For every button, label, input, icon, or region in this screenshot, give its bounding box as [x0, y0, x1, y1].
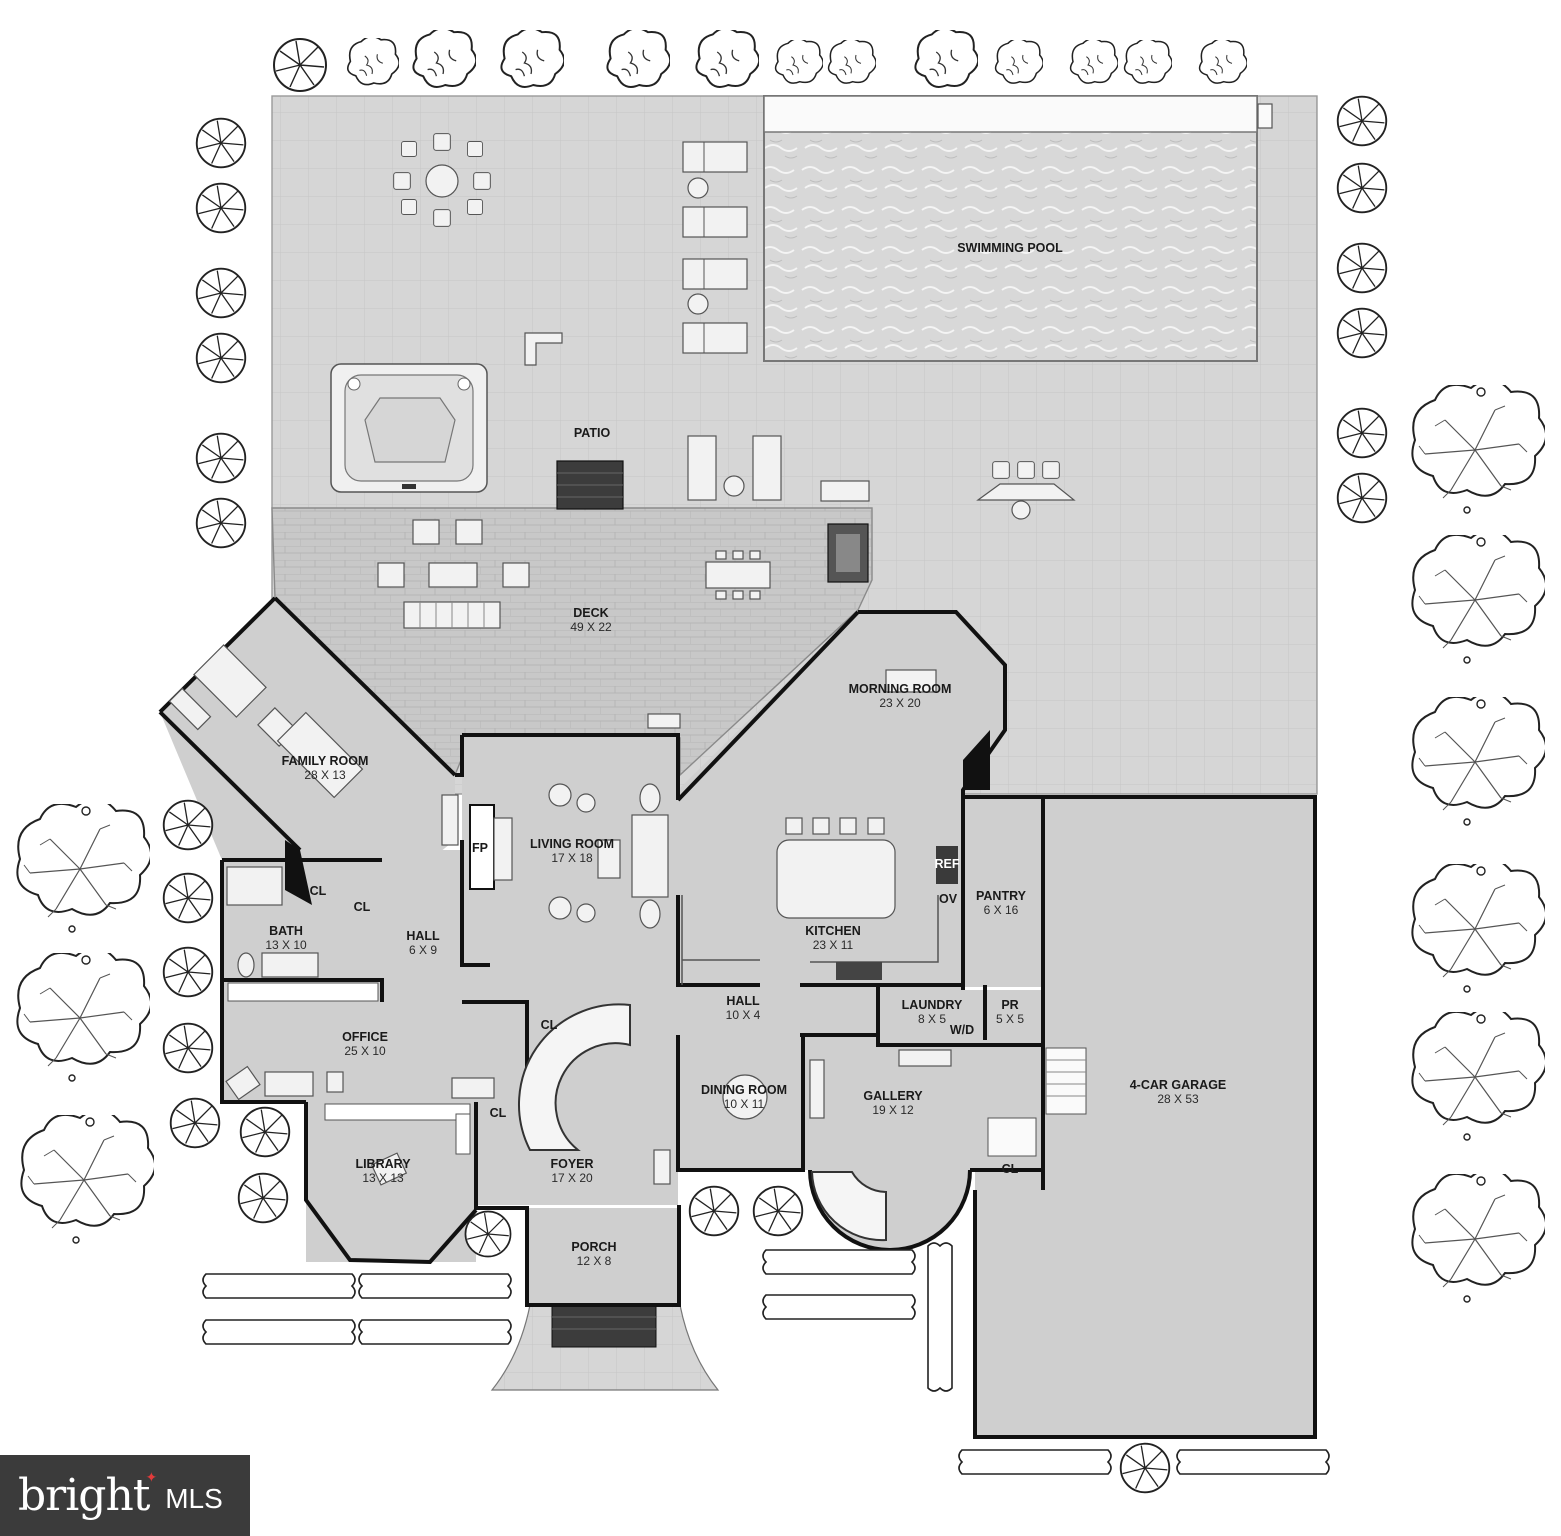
laundry-dim: 8 X 5	[918, 1012, 946, 1026]
logo-star-icon: ✦	[145, 1469, 158, 1485]
foyer-dim: 17 X 20	[551, 1171, 593, 1185]
hall-west-label: HALL	[406, 929, 440, 943]
pool-step	[1257, 103, 1273, 129]
patio-corner-bench	[524, 332, 563, 366]
trees-top-row	[273, 30, 1247, 92]
porch-dim: 12 X 8	[577, 1254, 612, 1268]
dining-room-dim: 10 X 11	[724, 1097, 765, 1111]
swimming-pool-label: SWIMMING POOL	[957, 241, 1063, 255]
closet-stair-label: CL	[541, 1018, 558, 1032]
pool-loungers	[682, 141, 748, 354]
deck-bench	[647, 713, 681, 729]
logo-suffix: MLS	[165, 1482, 223, 1514]
hall-center-dim: 10 X 4	[726, 1008, 761, 1022]
family-room-label: FAMILY ROOM	[282, 754, 369, 768]
library-dim: 13 X 13	[362, 1171, 404, 1185]
oven-label: OV	[939, 892, 958, 906]
gallery-staircase	[810, 1171, 887, 1242]
closet-hall-label: CL	[354, 900, 371, 914]
gallery-label: GALLERY	[863, 1089, 923, 1103]
laundry-label: LAUNDRY	[902, 998, 963, 1012]
family-room-dim: 28 X 13	[304, 768, 346, 782]
powder-room-label: PR	[1001, 998, 1018, 1012]
fireplace-label: FP	[472, 841, 488, 855]
foyer-staircase	[518, 1003, 631, 1151]
closet-garage-label: CL	[1002, 1162, 1019, 1176]
living-room-dim: 17 X 18	[551, 851, 593, 865]
bar-seating	[976, 461, 1076, 520]
patio-loungers-pair	[687, 435, 870, 502]
library-label: LIBRARY	[355, 1157, 411, 1171]
garage-label: 4-CAR GARAGE	[1130, 1078, 1227, 1092]
pantry-dim: 6 X 16	[984, 903, 1019, 917]
deck-lounge-set	[377, 519, 530, 629]
morning-room-label: MORNING ROOM	[849, 682, 952, 696]
logo-word: bright	[18, 1470, 150, 1521]
interior-fixtures	[168, 644, 1087, 1186]
brightmls-logo: bright ✦ MLS	[0, 1455, 250, 1536]
kitchen-label: KITCHEN	[805, 924, 861, 938]
round-table-set	[393, 133, 491, 227]
living-room-label: LIVING ROOM	[530, 837, 614, 851]
room-labels: SWIMMING POOL PATIO DECK 49 X 22 FAMILY …	[265, 241, 1226, 1268]
closet-foyer-label: CL	[490, 1106, 507, 1120]
bath-label: BATH	[269, 924, 303, 938]
powder-room-dim: 5 X 5	[996, 1012, 1024, 1026]
hedges	[202, 1242, 1330, 1475]
wall-block	[963, 730, 990, 790]
hall-west-dim: 6 X 9	[409, 943, 437, 957]
closet-family-label: CL	[310, 884, 327, 898]
gallery-dim: 19 X 12	[872, 1103, 914, 1117]
deck-label: DECK	[573, 606, 608, 620]
washer-dryer-label: W/D	[950, 1023, 974, 1037]
patio-label: PATIO	[574, 426, 611, 440]
office-dim: 25 X 10	[344, 1044, 386, 1058]
pantry-label: PANTRY	[976, 889, 1027, 903]
grill	[827, 523, 869, 583]
hot-tub	[330, 363, 488, 493]
morning-room-dim: 23 X 20	[879, 696, 921, 710]
hall-center-label: HALL	[726, 994, 760, 1008]
pool	[763, 95, 1258, 362]
refrigerator-label: REF	[935, 857, 960, 871]
office-label: OFFICE	[342, 1030, 388, 1044]
deck-dim: 49 X 22	[570, 620, 612, 634]
kitchen-dim: 23 X 11	[813, 938, 854, 952]
garage-dim: 28 X 53	[1157, 1092, 1199, 1106]
porch-label: PORCH	[571, 1240, 616, 1254]
dining-room-label: DINING ROOM	[701, 1083, 787, 1097]
pool-coping	[763, 95, 1258, 133]
foyer-label: FOYER	[550, 1157, 593, 1171]
bath-dim: 13 X 10	[265, 938, 307, 952]
front-steps	[551, 1304, 657, 1348]
deck-dining-set	[705, 550, 771, 600]
wall-block-2	[285, 840, 312, 905]
